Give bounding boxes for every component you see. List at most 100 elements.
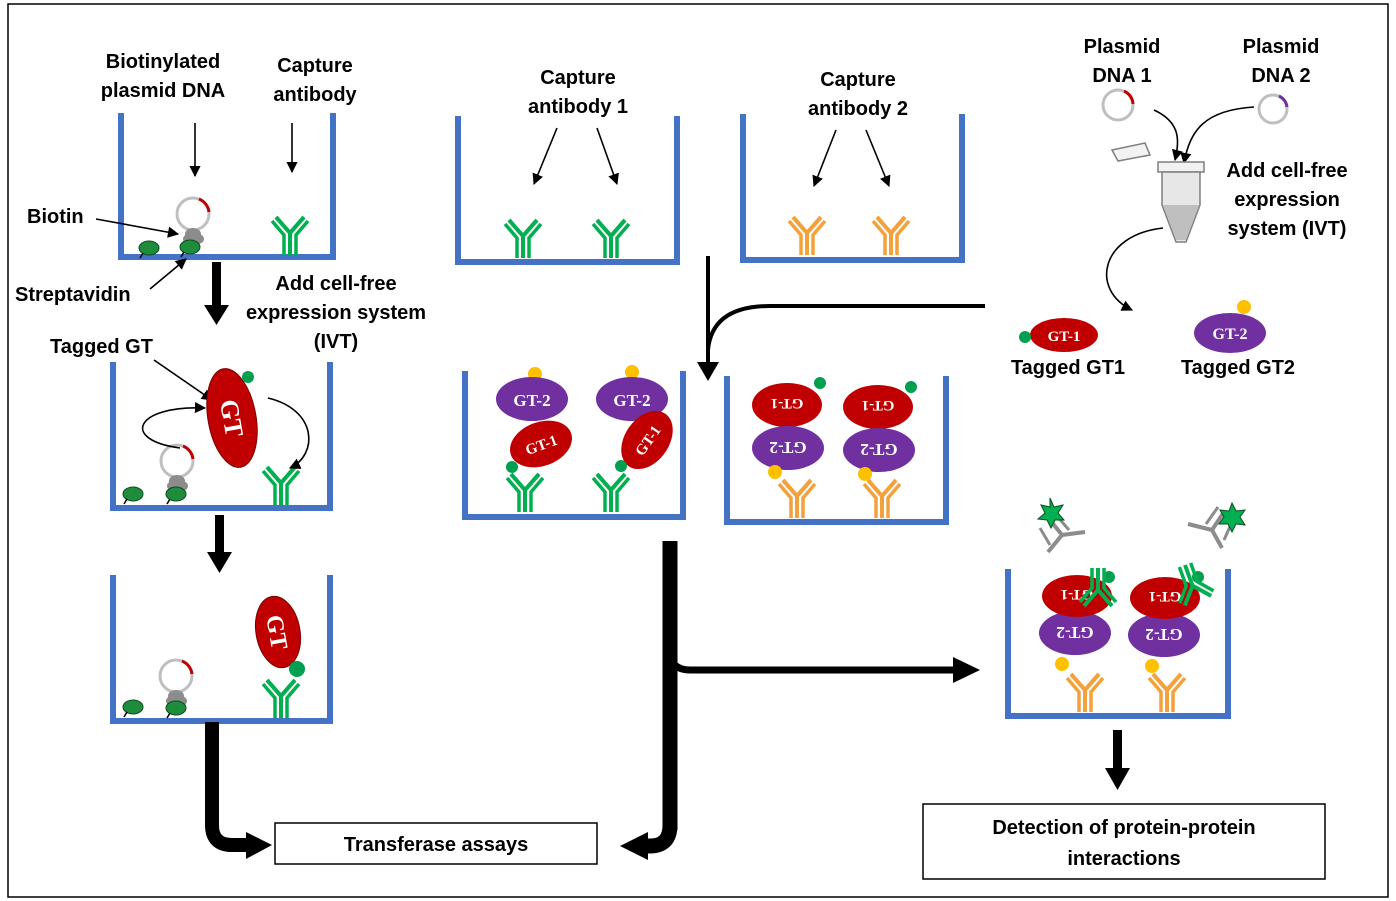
thick-arrow-shaft [212, 262, 221, 307]
plasmid-icon [158, 658, 194, 708]
capture-antibody-1-icon [591, 472, 631, 514]
tag-icon [289, 661, 305, 677]
svg-text:antibody 2: antibody 2 [808, 98, 908, 120]
arrow-streptavidin [149, 258, 187, 290]
thick-arrow-head [953, 657, 980, 683]
svg-text:GT-2: GT-2 [769, 438, 806, 457]
label-tagged-gt1: Tagged GT1 [1011, 357, 1125, 379]
arrow-plasmid2-to-tube [1180, 106, 1255, 165]
thick-arrow-shaft [1113, 730, 1122, 770]
secondary-antibody-left [1036, 497, 1086, 554]
plasmid-icon [159, 443, 195, 493]
capture-antibody-2-icon [862, 478, 902, 520]
svg-text:GT-1: GT-1 [1149, 588, 1182, 604]
arrow-tagged-gt [153, 359, 213, 401]
tube-icon [1110, 142, 1205, 243]
thick-arrow-head [204, 305, 229, 325]
svg-text:DNA 1: DNA 1 [1092, 65, 1151, 87]
label-plasmid-dna-1: Plasmid DNA 1 [1084, 36, 1161, 87]
svg-text:Plasmid: Plasmid [1243, 36, 1320, 58]
label-tagged-gt: Tagged GT [50, 336, 153, 358]
svg-text:expression: expression [1234, 189, 1340, 211]
capture-antibody-1-icon [503, 218, 543, 260]
svg-text:GT-1: GT-1 [771, 395, 804, 411]
label-capture-antibody-1: Capture antibody 1 [528, 67, 628, 118]
svg-text:Capture: Capture [540, 67, 616, 89]
streptavidin-icon [165, 700, 187, 719]
label-transferase-assays: Transferase assays [344, 834, 529, 856]
detection-box [922, 803, 1326, 880]
svg-text:Capture: Capture [820, 69, 896, 91]
thick-arrow-bend-middle [645, 824, 678, 854]
capture-antibody-icon [261, 678, 301, 720]
detection-complex-b: GT-2 GT-1 [1128, 571, 1204, 673]
transferase-assays-box [274, 822, 598, 865]
biotinylated-plasmid-icon [175, 196, 211, 246]
svg-text:DNA 2: DNA 2 [1251, 65, 1310, 87]
well-2 [110, 362, 333, 511]
thick-arrow-head [246, 832, 272, 859]
merge-arrow-head [697, 362, 719, 381]
svg-text:GT-2: GT-2 [1213, 326, 1248, 343]
arrow-plasmid1-to-tube [1153, 109, 1183, 162]
svg-text:plasmid DNA: plasmid DNA [101, 80, 225, 102]
capture-antibody-icon [270, 215, 310, 257]
svg-text:GT-1: GT-1 [862, 397, 895, 413]
secondary-antibody-right [1187, 501, 1247, 549]
well-detection [1005, 569, 1231, 719]
svg-text:Plasmid: Plasmid [1084, 36, 1161, 58]
label-tagged-gt2: Tagged GT2 [1181, 357, 1295, 379]
label-add-cell-free-right: Add cell-free expression system (IVT) [1226, 160, 1347, 240]
detection-complex-a: GT-2 GT-1 [1039, 571, 1115, 671]
capture-antibody-2-icon [787, 215, 827, 257]
capture-antibody-2-icon [1147, 672, 1187, 714]
tagged-gt2-icon: GT-2 [1194, 300, 1266, 353]
arrow-biotin [95, 218, 180, 238]
svg-text:(IVT): (IVT) [314, 331, 358, 353]
gt-protein: GT [206, 368, 258, 468]
svg-text:GT-2: GT-2 [1056, 623, 1093, 642]
plasmid-dna-1-icon [1101, 88, 1135, 122]
label-plasmid-dna-2: Plasmid DNA 2 [1243, 36, 1320, 87]
arrow-ab2-left [812, 129, 837, 188]
label-detection-line2: interactions [1067, 848, 1180, 870]
well-complex-2 [724, 376, 949, 525]
svg-text:GT-2: GT-2 [860, 440, 897, 459]
svg-text:antibody: antibody [273, 84, 357, 106]
gt-protein: GT [254, 595, 302, 669]
label-biotinylated-plasmid: Biotinylated plasmid DNA [101, 51, 225, 102]
svg-text:Add cell-free: Add cell-free [1226, 160, 1347, 182]
thick-arrow-head [207, 552, 232, 573]
thick-arrow-shaft [215, 515, 224, 553]
arrow-curve-left [142, 401, 207, 449]
well-3 [110, 575, 333, 724]
svg-text:GT-2: GT-2 [1145, 625, 1182, 644]
complex-right-a: GT-1 GT-2 [752, 377, 826, 479]
capture-antibody-2-icon [871, 215, 911, 257]
label-add-cell-free-left: Add cell-free expression system (IVT) [246, 273, 426, 353]
label-streptavidin: Streptavidin [15, 284, 131, 306]
capture-antibody-2-icon [777, 478, 817, 520]
arrow-ab1-left [532, 127, 558, 186]
plasmid-dna-2-icon [1257, 93, 1289, 125]
svg-text:antibody 1: antibody 1 [528, 96, 628, 118]
streptavidin-icon [122, 486, 144, 505]
arrow-ab1-right [596, 127, 619, 186]
complex-left-b: GT-2 GT-1 [596, 365, 673, 472]
merge-line-curve [706, 304, 985, 351]
svg-text:expression system: expression system [246, 302, 426, 324]
svg-text:Capture: Capture [277, 55, 353, 77]
label-capture-antibody: Capture antibody [273, 55, 357, 106]
svg-text:GT: GT [260, 613, 292, 652]
capture-antibody-icon [261, 465, 301, 507]
streptavidin-icon [165, 486, 187, 505]
capture-antibody-1-icon [591, 218, 631, 260]
svg-text:GT: GT [214, 397, 249, 439]
svg-text:GT-2: GT-2 [513, 391, 550, 410]
streptavidin-icon [122, 699, 144, 718]
arrow-ab2-right [865, 129, 891, 188]
figure-border [7, 3, 1389, 898]
complex-left-a: GT-2 GT-1 [496, 367, 572, 473]
capture-antibody-1-icon [505, 472, 545, 514]
